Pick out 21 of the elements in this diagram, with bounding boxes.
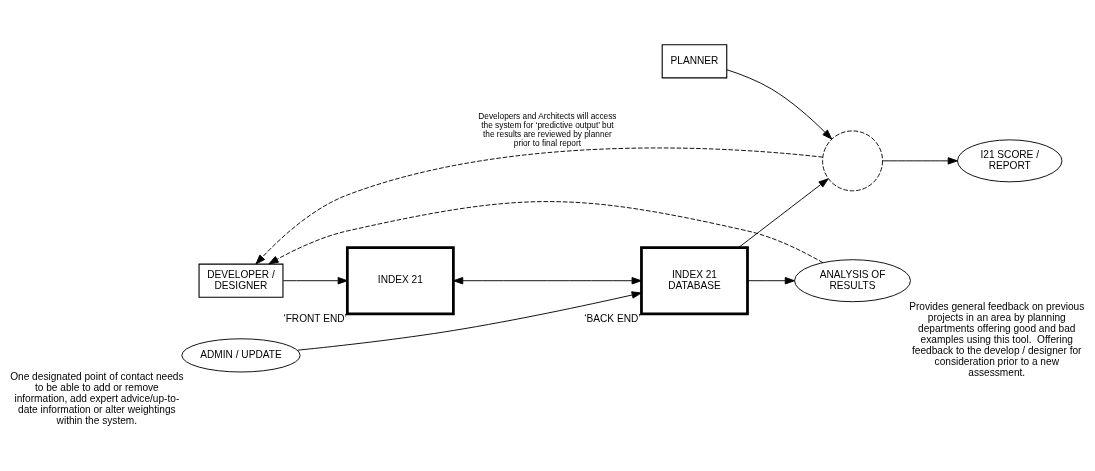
arrow [747,276,795,284]
node-ellipse: ADMIN / UPDATE [181,337,301,372]
node-label: ‘FRONT END’ [283,312,347,324]
arrow [268,200,824,264]
node-label: Provides general feedback on previous projects in an area by planning departments offering good and bad examples using this tool. Offering feedback to the develop / designer for consideration prior to a new assessment. [909,300,1085,378]
arrow [738,177,829,248]
arrow [282,276,348,284]
arrow [453,276,642,284]
edge-label: Developers and Architects will access the system for ‘predictive output’ but the results are reviewed by planner prior to final report [478,110,617,148]
arrow [726,68,833,139]
node-box: PLANNER [661,43,728,78]
node-box: DEVELOPER / DESIGNER [198,263,284,298]
arrow [882,156,958,165]
node-ellipse: I21 SCORE / REPORT [957,138,1063,182]
node-label: One designated point of contact needs to be able to add or remove information, add expert advice/up-to-date information or alter weightings within the system. [10,370,184,426]
node-label: ‘BACK END’ [584,312,641,324]
arrow [255,147,824,265]
arrow [297,290,642,351]
node-ellipse: ANALYSIS OF RESULTS [794,258,911,302]
node-box: INDEX 21 [345,245,455,315]
node-box: INDEX 21 DATABASE [640,245,749,315]
